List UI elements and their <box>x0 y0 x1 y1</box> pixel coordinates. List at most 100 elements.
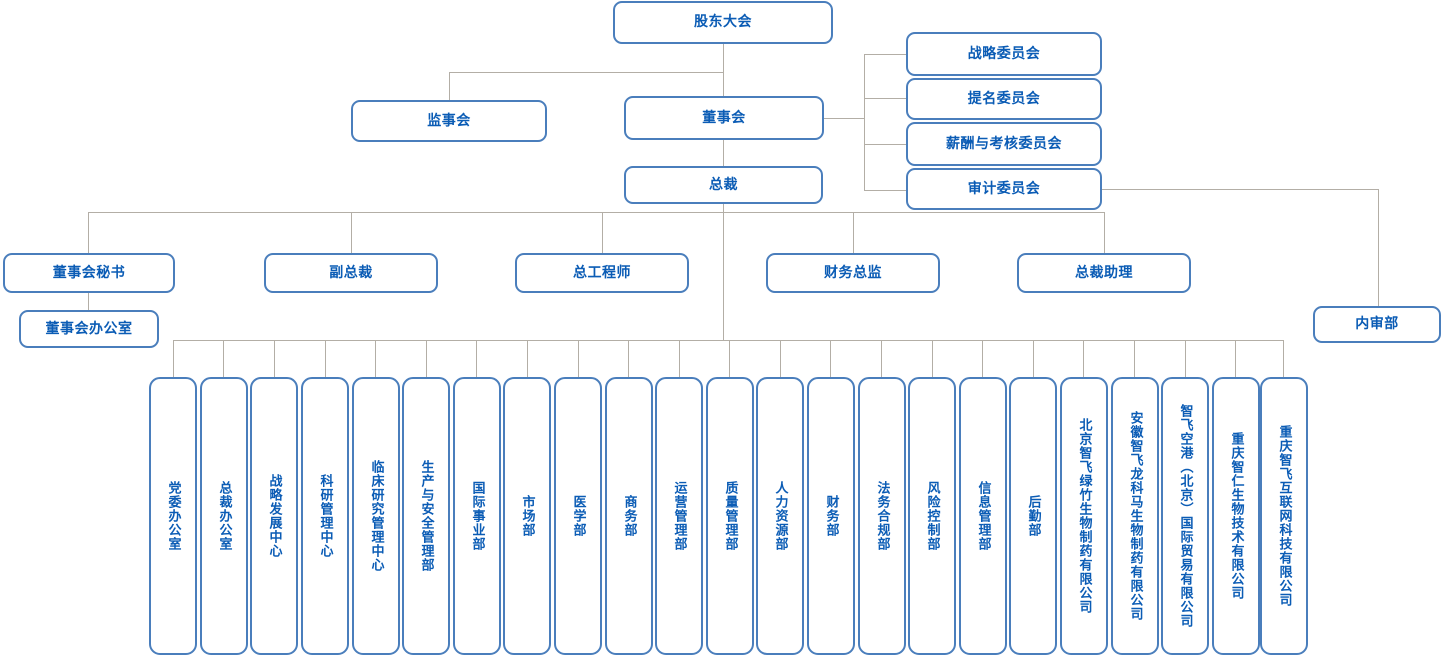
department-label: 医学部 <box>570 495 586 537</box>
node-department[interactable]: 后勤部 <box>1009 377 1057 655</box>
node-committee-nomination[interactable]: 提名委员会 <box>906 78 1102 120</box>
connector-committee-1 <box>864 54 906 55</box>
connector-committee-spine <box>864 54 865 190</box>
department-label: 科研管理中心 <box>317 474 333 558</box>
subsidiary-label: 重庆智仁生物技术有限公司 <box>1228 432 1244 600</box>
node-subsidiary[interactable]: 智飞空港（北京）国际贸易有限公司 <box>1161 377 1209 655</box>
node-chief-engineer[interactable]: 总工程师 <box>515 253 689 293</box>
connector-executive-bar <box>88 212 1104 213</box>
node-board-of-directors[interactable]: 董事会 <box>624 96 824 140</box>
department-label: 风险控制部 <box>924 481 940 551</box>
connector-dept-drop <box>830 340 831 378</box>
department-label: 商务部 <box>621 495 637 537</box>
node-committee-audit[interactable]: 审计委员会 <box>906 168 1102 210</box>
department-label: 党委办公室 <box>165 481 181 551</box>
subsidiary-label: 重庆智飞互联网科技有限公司 <box>1276 425 1292 607</box>
connector-dept-drop <box>1235 340 1236 378</box>
node-department[interactable]: 医学部 <box>554 377 602 655</box>
connector-dept-drop <box>982 340 983 378</box>
connector-shareholders-to-board <box>723 44 724 98</box>
connector-exec-5 <box>1104 212 1105 255</box>
department-label: 质量管理部 <box>722 481 738 551</box>
node-department[interactable]: 党委办公室 <box>149 377 197 655</box>
connector-committee-2 <box>864 98 906 99</box>
connector-president-drop <box>723 204 724 254</box>
node-department[interactable]: 运营管理部 <box>655 377 703 655</box>
subsidiary-label: 北京智飞绿竹生物制药有限公司 <box>1076 418 1092 614</box>
department-label: 国际事业部 <box>469 481 485 551</box>
connector-board-to-committee-spine <box>824 118 864 119</box>
connector-audit-to-internal-audit <box>1102 189 1378 190</box>
node-department[interactable]: 商务部 <box>605 377 653 655</box>
node-board-secretary[interactable]: 董事会秘书 <box>3 253 175 293</box>
node-president[interactable]: 总裁 <box>624 166 823 204</box>
connector-exec-3 <box>602 212 603 255</box>
node-department[interactable]: 人力资源部 <box>756 377 804 655</box>
connector-dept-drop <box>1185 340 1186 378</box>
node-department[interactable]: 战略发展中心 <box>250 377 298 655</box>
node-internal-audit[interactable]: 内审部 <box>1313 306 1441 343</box>
department-label: 生产与安全管理部 <box>418 460 434 572</box>
department-label: 总裁办公室 <box>216 481 232 551</box>
connector-department-bar <box>173 340 1283 341</box>
department-label: 战略发展中心 <box>266 474 282 558</box>
node-department[interactable]: 总裁办公室 <box>200 377 248 655</box>
connector-dept-drop <box>223 340 224 378</box>
node-subsidiary[interactable]: 重庆智仁生物技术有限公司 <box>1212 377 1260 655</box>
node-cfo[interactable]: 财务总监 <box>766 253 940 293</box>
connector-dept-drop <box>881 340 882 378</box>
connector-committee-3 <box>864 144 906 145</box>
node-supervisory-board[interactable]: 监事会 <box>351 100 547 142</box>
node-subsidiary[interactable]: 北京智飞绿竹生物制药有限公司 <box>1060 377 1108 655</box>
node-department[interactable]: 国际事业部 <box>453 377 501 655</box>
department-label: 市场部 <box>519 495 535 537</box>
connector-internal-audit-drop <box>1378 189 1379 306</box>
connector-dept-drop <box>173 340 174 378</box>
connector-exec-4 <box>853 212 854 255</box>
connector-dept-drop <box>1283 340 1284 378</box>
node-subsidiary[interactable]: 安徽智飞龙科马生物制药有限公司 <box>1111 377 1159 655</box>
connector-dept-drop <box>729 340 730 378</box>
node-department[interactable]: 财务部 <box>807 377 855 655</box>
connector-dept-drop <box>325 340 326 378</box>
node-department[interactable]: 生产与安全管理部 <box>402 377 450 655</box>
connector-dept-drop <box>476 340 477 378</box>
connector-dept-drop <box>527 340 528 378</box>
node-department[interactable]: 市场部 <box>503 377 551 655</box>
connector-dept-drop <box>1083 340 1084 378</box>
node-board-office[interactable]: 董事会办公室 <box>19 310 159 348</box>
connector-secretary-to-office <box>88 291 89 311</box>
node-department[interactable]: 信息管理部 <box>959 377 1007 655</box>
connector-dept-drop <box>1033 340 1034 378</box>
subsidiary-label: 智飞空港（北京）国际贸易有限公司 <box>1177 404 1193 628</box>
connector-down-supervisory <box>449 72 450 100</box>
node-department[interactable]: 风险控制部 <box>908 377 956 655</box>
department-label: 法务合规部 <box>874 481 890 551</box>
node-department[interactable]: 法务合规部 <box>858 377 906 655</box>
department-label: 人力资源部 <box>772 481 788 551</box>
department-label: 后勤部 <box>1025 495 1041 537</box>
node-shareholders-meeting[interactable]: 股东大会 <box>613 1 833 44</box>
connector-dept-drop <box>375 340 376 378</box>
node-department[interactable]: 科研管理中心 <box>301 377 349 655</box>
department-label: 运营管理部 <box>671 481 687 551</box>
department-label: 财务部 <box>823 495 839 537</box>
node-department[interactable]: 质量管理部 <box>706 377 754 655</box>
node-department[interactable]: 临床研究管理中心 <box>352 377 400 655</box>
connector-board-to-president <box>723 140 724 166</box>
connector-president-to-departments <box>723 254 724 340</box>
node-committee-strategy[interactable]: 战略委员会 <box>906 32 1102 76</box>
node-subsidiary[interactable]: 重庆智飞互联网科技有限公司 <box>1260 377 1308 655</box>
connector-dept-drop <box>679 340 680 378</box>
connector-dept-drop <box>274 340 275 378</box>
connector-dept-drop <box>1134 340 1135 378</box>
connector-dept-drop <box>932 340 933 378</box>
node-vice-president[interactable]: 副总裁 <box>264 253 438 293</box>
connector-dept-drop <box>578 340 579 378</box>
connector-dept-drop <box>426 340 427 378</box>
node-committee-compensation[interactable]: 薪酬与考核委员会 <box>906 122 1102 166</box>
connector-bar-supervisory <box>449 72 724 73</box>
subsidiary-label: 安徽智飞龙科马生物制药有限公司 <box>1127 411 1143 621</box>
node-president-assistant[interactable]: 总裁助理 <box>1017 253 1191 293</box>
department-label: 信息管理部 <box>975 481 991 551</box>
